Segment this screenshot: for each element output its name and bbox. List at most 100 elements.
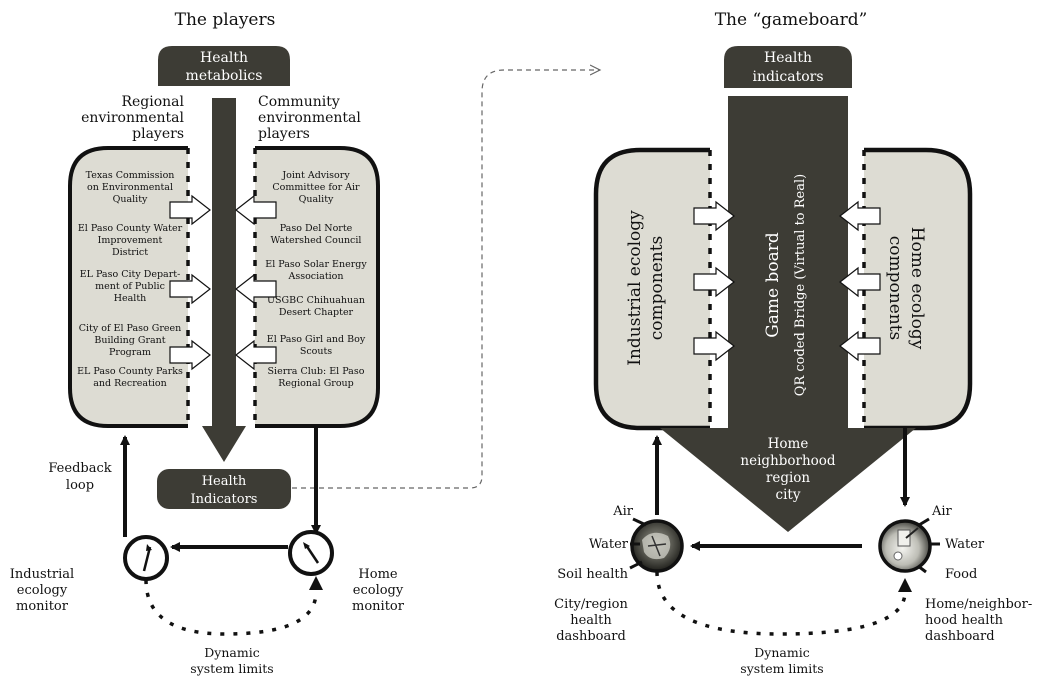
regional-label-line2: environmental bbox=[81, 110, 184, 126]
health-metabolics-line2: metabolics bbox=[186, 68, 263, 84]
home-monitor-line1: Home bbox=[358, 567, 397, 582]
health-indicators-pill: Health Indicators bbox=[157, 469, 291, 509]
regional-player-2-line1: El Paso County Water bbox=[78, 223, 183, 234]
industrial-monitor-line2: ecology bbox=[17, 583, 68, 598]
right-title: The “gameboard” bbox=[715, 10, 868, 30]
gameboard-health-indicators-cap: Health indicators bbox=[724, 46, 852, 88]
regional-player-5-line1: EL Paso County Parks bbox=[77, 366, 183, 377]
gameboard-dynamic-limits-loop bbox=[655, 571, 907, 636]
community-player-2-line1: Paso Del Norte bbox=[280, 223, 353, 234]
community-players-list: Joint Advisory Committee for Air Quality… bbox=[265, 170, 367, 389]
players-to-gameboard-connector bbox=[292, 70, 600, 489]
community-player-4-line2: Desert Chapter bbox=[279, 307, 354, 318]
regional-player-1-line2: on Environmental bbox=[87, 182, 173, 193]
industrial-monitor-line1: Industrial bbox=[10, 567, 74, 582]
home-metric-air: Air bbox=[931, 504, 953, 519]
city-dashboard-line2: health bbox=[570, 613, 612, 628]
community-label-line3: players bbox=[258, 126, 310, 142]
city-metric-air: Air bbox=[612, 504, 634, 519]
regional-label-line3: players bbox=[132, 126, 184, 142]
regional-label: Regional environmental players bbox=[81, 94, 184, 142]
home-dashboard-line1: Home/neighbor- bbox=[925, 597, 1032, 612]
home-dashboard-metrics: Air Water Food bbox=[917, 504, 985, 582]
community-label: Community environmental players bbox=[258, 94, 361, 142]
industrial-monitor-line3: monitor bbox=[16, 599, 69, 614]
city-dashboard-metrics: Air Water Soil health bbox=[557, 504, 647, 582]
regional-player-4-line2: Building Grant bbox=[94, 335, 165, 346]
community-input-arrows bbox=[235, 194, 277, 371]
feedback-loop-line2: loop bbox=[66, 478, 94, 493]
industrial-input-arrows bbox=[693, 200, 735, 362]
city-metric-soil: Soil health bbox=[557, 567, 628, 582]
gameboard-health-line2: indicators bbox=[752, 69, 823, 85]
community-players-panel bbox=[253, 146, 380, 428]
industrial-components-line2: components bbox=[647, 236, 667, 341]
scale-region: region bbox=[766, 470, 811, 486]
regional-player-3-line3: Health bbox=[114, 293, 147, 304]
community-label-line1: Community bbox=[258, 94, 340, 110]
regional-player-4-line1: City of El Paso Green bbox=[79, 323, 182, 334]
home-monitor-label: Home ecology monitor bbox=[352, 567, 405, 614]
gameboard-health-line1: Health bbox=[764, 50, 812, 66]
community-player-1-line3: Quality bbox=[299, 194, 334, 205]
community-player-5-line1: El Paso Girl and Boy bbox=[267, 334, 366, 345]
home-dashboard-label: Home/neighbor- hood health dashboard bbox=[925, 597, 1032, 644]
city-metric-water: Water bbox=[589, 537, 629, 552]
regional-player-4-line3: Program bbox=[109, 347, 151, 358]
right-dynamic-limits-line1: Dynamic bbox=[754, 645, 809, 660]
gameboard-dynamic-limits-arrowhead bbox=[898, 578, 912, 592]
regional-player-1-line3: Quality bbox=[113, 194, 148, 205]
home-dashboard-line3: dashboard bbox=[925, 629, 995, 644]
community-player-2-line2: Watershed Council bbox=[271, 235, 362, 246]
left-dynamic-limits-line2: system limits bbox=[190, 661, 273, 676]
home-monitor-line2: ecology bbox=[353, 583, 404, 598]
qr-bridge-label: QR coded Bridge (Virtual to Real) bbox=[793, 174, 808, 396]
scale-neighborhood: neighborhood bbox=[740, 453, 836, 469]
community-label-line2: environmental bbox=[258, 110, 361, 126]
regional-player-1-line1: Texas Commission bbox=[86, 170, 175, 181]
community-player-6-line2: Regional Group bbox=[278, 378, 354, 389]
community-player-1-line1: Joint Advisory bbox=[281, 170, 350, 181]
regional-players-list: Texas Commission on Environmental Qualit… bbox=[77, 170, 183, 389]
home-components-line1: Home ecology bbox=[907, 227, 927, 350]
regional-player-3-line2: ment of Public bbox=[95, 281, 165, 292]
industrial-components-panel: Industrial ecology components bbox=[593, 147, 712, 431]
industrial-components-line1: Industrial ecology bbox=[625, 210, 645, 366]
regional-player-2-line2: Improvement bbox=[98, 235, 163, 246]
home-ecology-monitor bbox=[288, 530, 334, 576]
community-player-5-line2: Scouts bbox=[300, 346, 332, 357]
regional-player-2-line3: District bbox=[112, 247, 148, 258]
scale-home: Home bbox=[768, 436, 809, 452]
community-player-6-line1: Sierra Club: El Paso bbox=[268, 366, 365, 377]
community-player-3-line2: Association bbox=[287, 271, 343, 282]
industrial-monitor-label: Industrial ecology monitor bbox=[10, 567, 74, 614]
game-board-arrow bbox=[660, 96, 916, 532]
dynamic-limits-arrowhead bbox=[309, 576, 323, 590]
dynamic-limits-loop bbox=[144, 579, 318, 636]
regional-player-3-line1: EL Paso City Depart- bbox=[80, 269, 181, 280]
city-region-dashboard-icon bbox=[630, 519, 684, 573]
game-board-label: Game board bbox=[763, 232, 783, 338]
home-metric-food: Food bbox=[945, 567, 977, 582]
regional-label-line1: Regional bbox=[121, 94, 184, 110]
community-player-3-line1: El Paso Solar Energy bbox=[265, 259, 367, 270]
regional-player-5-line2: and Recreation bbox=[93, 378, 167, 389]
home-dashboard-line2: hood health bbox=[925, 613, 1004, 628]
home-neighborhood-dashboard-icon bbox=[878, 519, 932, 573]
city-dashboard-line3: dashboard bbox=[556, 629, 626, 644]
health-indicators-line2: Indicators bbox=[191, 492, 258, 507]
left-dynamic-limits-line1: Dynamic bbox=[204, 645, 259, 660]
health-indicators-line1: Health bbox=[202, 474, 247, 489]
scale-city: city bbox=[776, 487, 801, 503]
health-flow-arrow bbox=[202, 98, 246, 462]
city-dashboard-label: City/region health dashboard bbox=[554, 597, 628, 644]
community-player-4-line1: USGBC Chihuahuan bbox=[267, 295, 365, 306]
home-input-arrows bbox=[839, 200, 881, 362]
home-components-panel: Home ecology components bbox=[862, 147, 973, 431]
industrial-ecology-monitor bbox=[123, 535, 169, 581]
regional-input-arrows bbox=[169, 194, 211, 371]
home-metric-water: Water bbox=[945, 537, 985, 552]
left-title: The players bbox=[175, 10, 276, 30]
community-player-1-line2: Committee for Air bbox=[272, 182, 360, 193]
